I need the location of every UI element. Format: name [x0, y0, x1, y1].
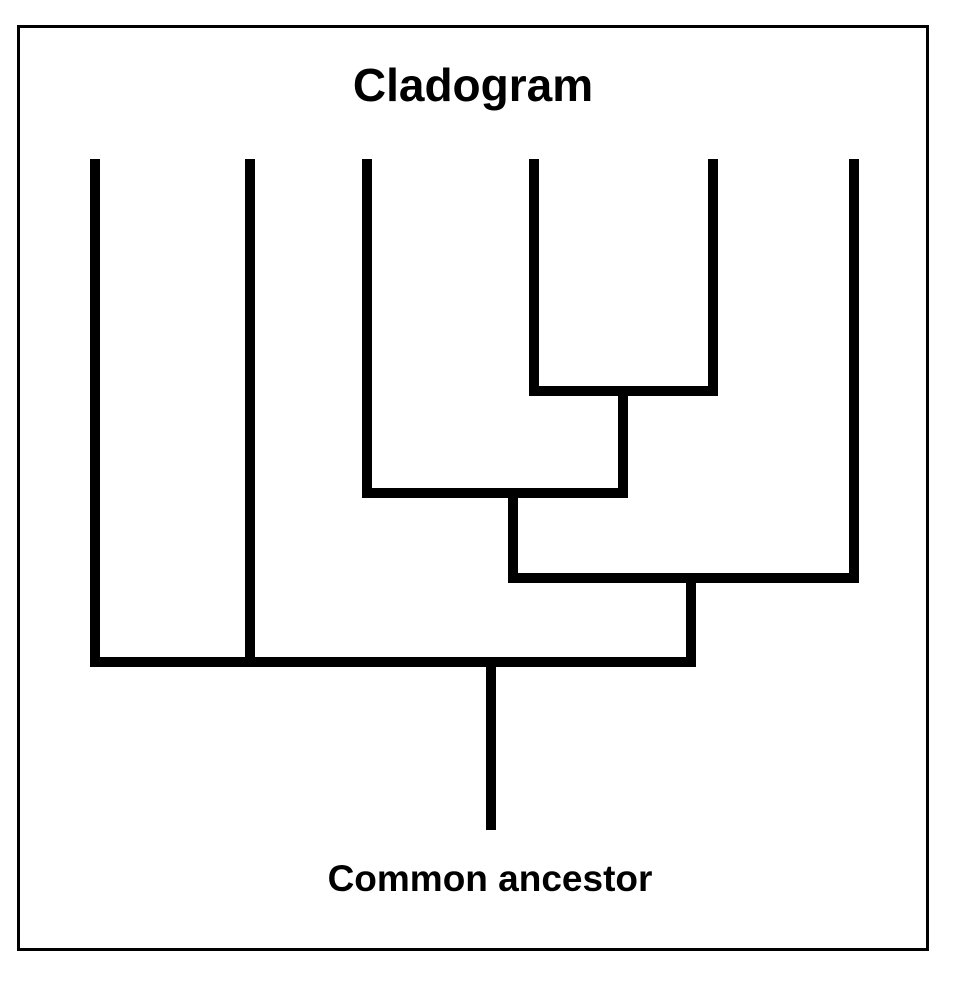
- tree-branch-clade-leaf3-join: [362, 159, 628, 498]
- figure-title: Cladogram: [352, 59, 594, 111]
- tree-branch-clade-leaf4-leaf5: [529, 159, 718, 396]
- tree-branch-root-bar-leaf1: [90, 159, 696, 667]
- common-ancestor-label: Common ancestor: [327, 858, 653, 899]
- tree-branch-clade-leaf6-join: [508, 159, 859, 583]
